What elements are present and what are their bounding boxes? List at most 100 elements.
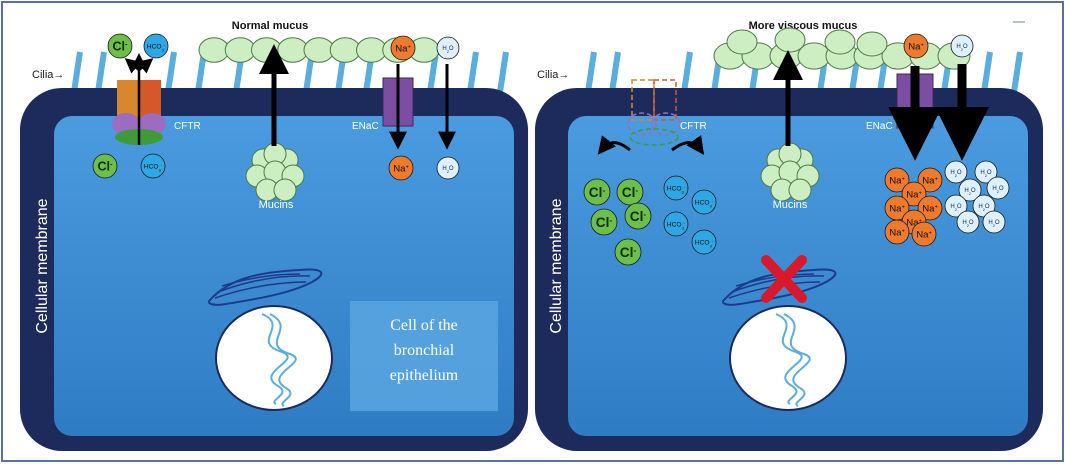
nucleus-right [722, 255, 847, 411]
sodium-ion: Na+ [884, 167, 910, 193]
x-mark-stroke-2 [761, 255, 807, 303]
water-molecule-circle [974, 160, 998, 184]
chloride-ion: Cl- [92, 153, 118, 179]
sodium-ion: Na+ [903, 33, 929, 59]
mucins-label-left: Mucins [259, 199, 294, 211]
sodium-ion-circle [388, 155, 414, 181]
blocked-flow-arrow-right [671, 135, 705, 155]
water-molecule: H2O [944, 160, 968, 184]
er-lines-left [214, 273, 311, 299]
enac-channel-right [888, 66, 942, 161]
water-molecule-label: H2O [956, 44, 968, 52]
dna-strand-b-left [269, 313, 297, 407]
chloride-ion-circle [107, 33, 133, 59]
bicarbonate-ion: HCO3- [143, 33, 169, 59]
bicarbonate-ion-circle [140, 153, 166, 179]
cftr-channel-left [112, 53, 166, 145]
mucus-bead [251, 37, 282, 63]
chloride-ion-label: Cl- [97, 159, 113, 174]
bicarbonate-ion: HCO3- [691, 189, 717, 215]
mucus-bead [774, 27, 806, 53]
sodium-ion-label: Na+ [906, 217, 922, 228]
chloride-ion-label: Cl- [112, 39, 128, 54]
sodium-ion: Na+ [901, 181, 927, 207]
sodium-ion-circle [911, 221, 937, 247]
water-molecule-circle [958, 178, 982, 202]
cftr-ghost-nbd-right [651, 112, 681, 136]
mucus-bead [198, 37, 230, 63]
panel-viscous: Cellular membrane Cilia→ More viscous mu… [535, 20, 1043, 451]
water-molecule: H2O [944, 194, 968, 218]
bicarbonate-ion-circle [691, 189, 717, 215]
sodium-ion: Na+ [911, 221, 937, 247]
cftr-ghost-red [653, 79, 677, 121]
enac-subunit-2 [397, 77, 414, 127]
mucins-cluster-right [760, 142, 820, 202]
cell-label-line-2: bronchial [394, 342, 455, 359]
sodium-ion-label: Na+ [393, 163, 409, 174]
title-normal-mucus: Normal mucus [232, 20, 308, 32]
er-loops-left [208, 268, 323, 306]
chloride-ion-label: Cl- [622, 185, 639, 200]
water-molecule-label: H2O [988, 220, 1000, 228]
chloride-ion: Cl- [624, 202, 652, 230]
chloride-ion: Cl- [590, 208, 618, 236]
chloride-ion-circle [616, 178, 644, 206]
enac-subunit-1 [382, 77, 399, 127]
water-molecule-circle [436, 36, 460, 60]
mucus-bead [224, 37, 256, 63]
bicarbonate-ion: HCO3- [663, 175, 689, 201]
cftr-segment-red [139, 80, 161, 120]
bicarbonate-ion-label: HCO3- [695, 198, 714, 208]
sodium-ion-circle [903, 33, 929, 59]
water-molecule: H2O [950, 34, 974, 58]
water-molecule: H2O [436, 156, 460, 180]
blocked-flow-arrow-left [597, 135, 631, 155]
sodium-ion: Na+ [884, 219, 910, 245]
sodium-ion-circle [917, 167, 943, 193]
bicarbonate-ion-circle [691, 229, 717, 255]
cftr-ghost-nbd-left [627, 112, 657, 136]
dna-strand-b-right [783, 313, 811, 407]
chloride-ion-circle [590, 208, 618, 236]
water-molecule-circle [956, 210, 980, 234]
water-molecule: H2O [982, 210, 1006, 234]
cilium [467, 51, 479, 93]
chloride-ion-circle [92, 153, 118, 179]
panel-normal: Cellular membrane Cilia→ Normal mucus Mu… [20, 20, 528, 451]
mucus-bead [726, 29, 758, 55]
cilium [497, 51, 509, 93]
bicarbonate-ion: HCO3- [140, 153, 166, 179]
mucin-granule [273, 178, 297, 202]
bicarbonate-ion-circle [663, 175, 689, 201]
cftr-label-left: CFTR [174, 121, 201, 132]
sodium-ion-circle [884, 167, 910, 193]
sodium-ion-label: Na+ [908, 41, 924, 52]
bicarbonate-ion-circle [143, 33, 169, 59]
mucins-label-right: Mucins [773, 199, 808, 211]
water-molecule-circle [944, 194, 968, 218]
chloride-ion-label: Cl- [589, 185, 606, 200]
water-molecule-label: H2O [442, 166, 454, 174]
chloride-ion-circle [583, 178, 611, 206]
water-molecule: H2O [986, 176, 1010, 200]
bicarbonate-ion-label: HCO3- [695, 238, 714, 248]
water-molecule-label: H2O [992, 186, 1004, 194]
chloride-ion-label: Cl- [620, 245, 637, 260]
cftr-ghost-base [629, 128, 679, 146]
water-molecule: H2O [958, 178, 982, 202]
chloride-ion: Cl- [107, 33, 133, 59]
mucus-bead [824, 29, 856, 55]
cell-label-line-3: epithelium [390, 367, 459, 384]
water-molecule-label: H2O [442, 46, 454, 54]
chloride-ion: Cl- [614, 238, 642, 266]
cilium [71, 51, 83, 93]
chloride-ion-circle [614, 238, 642, 266]
nucleus-circle-right [729, 305, 847, 411]
cftr-segment-orange [117, 80, 139, 120]
sodium-ion-circle [917, 195, 943, 221]
dna-strand-a-left [261, 313, 289, 405]
water-molecule-label: H2O [962, 220, 974, 228]
